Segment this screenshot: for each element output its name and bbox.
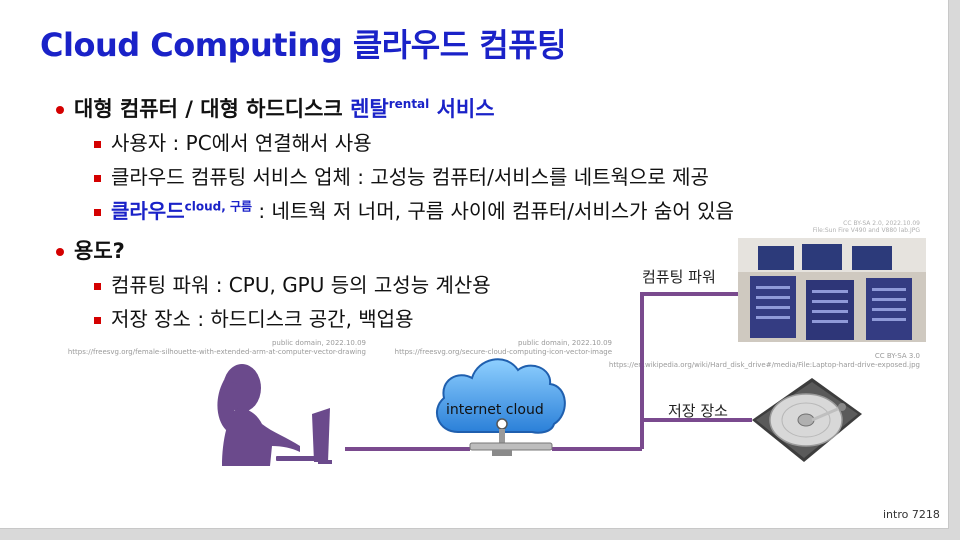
- bullet-text: 용도?: [74, 239, 125, 263]
- sub-bullet-text: 컴퓨팅 파워 : CPU, GPU 등의 고성능 계산용: [111, 273, 491, 297]
- cloud-credit: public domain, 2022.10.09 https://freesv…: [380, 339, 612, 357]
- hdd-credit: CC BY-SA 3.0 https://en.wikipedia.org/wi…: [600, 352, 920, 370]
- sub-bullet-text: 사용자 : PC에서 연결해서 사용: [111, 131, 372, 155]
- user-silhouette-icon: [217, 364, 332, 466]
- hard-disk-drive-image: [752, 378, 862, 462]
- credit-url: File:Sun Fire V490 and V880 lab.JPG: [812, 227, 920, 234]
- page-title: Cloud Computing 클라우드 컴퓨팅: [40, 26, 567, 64]
- cloud-superscript: cloud, 구름: [184, 199, 253, 214]
- credit-license: public domain, 2022.10.09: [517, 339, 612, 347]
- sub-bullet-text: 저장 장소 : 하드디스크 공간, 백업용: [111, 307, 414, 331]
- credit-url: https://freesvg.org/female-silhouette-wi…: [67, 348, 366, 356]
- sub-bullet-text: : 네트웍 저 너머, 구름 사이에 컴퓨터/서비스가 숨어 있음: [258, 199, 734, 223]
- connection-lines: [345, 292, 752, 451]
- storage-label: 저장 장소: [668, 402, 728, 420]
- credit-license: CC BY-SA 3.0: [874, 352, 920, 360]
- cloud-label: internet cloud: [446, 402, 544, 418]
- bullet-text: 대형 컴퓨터 / 대형 하드디스크: [74, 97, 343, 121]
- bullet-dot-icon: [56, 248, 64, 256]
- network-diagram: [217, 238, 926, 466]
- slide-number: intro 7218: [883, 508, 940, 521]
- bullet-square-icon: [94, 209, 101, 216]
- silhouette-credit: public domain, 2022.10.09 https://freesv…: [60, 339, 366, 357]
- bullet-dot-icon: [56, 106, 64, 114]
- service-highlight: 서비스: [436, 97, 495, 121]
- slide: Cloud Computing 클라우드 컴퓨팅 대형 컴퓨터 / 대형 하드디…: [0, 0, 949, 529]
- server-rack-image: [738, 238, 926, 342]
- sub-bullet-text: 클라우드 컴퓨팅 서비스 업체 : 고성능 컴퓨터/서비스를 네트웍으로 제공: [111, 165, 709, 189]
- rental-superscript: rental: [388, 97, 430, 111]
- bullet-square-icon: [94, 141, 101, 148]
- credit-url: https://en.wikipedia.org/wiki/Hard_disk_…: [608, 361, 920, 369]
- rental-highlight: 렌탈: [350, 97, 389, 121]
- sub-bullet-storage: 저장 장소 : 하드디스크 공간, 백업용: [94, 303, 413, 332]
- sub-bullet-provider: 클라우드 컴퓨팅 서비스 업체 : 고성능 컴퓨터/서비스를 네트웍으로 제공: [94, 161, 709, 190]
- credit-license: public domain, 2022.10.09: [271, 339, 366, 347]
- sub-bullet-user: 사용자 : PC에서 연결해서 사용: [94, 127, 372, 156]
- cloud-highlight: 클라우드: [111, 199, 185, 223]
- bullet-square-icon: [94, 283, 101, 290]
- credit-url: https://freesvg.org/secure-cloud-computi…: [394, 348, 612, 356]
- credit-license: CC BY-SA 2.0, 2022.10.09: [843, 220, 920, 227]
- line-to-server: [640, 292, 738, 449]
- bullet-square-icon: [94, 175, 101, 182]
- bullet-rental-service: 대형 컴퓨터 / 대형 하드디스크 렌탈rental 서비스: [56, 93, 495, 123]
- computing-power-label: 컴퓨팅 파워: [642, 268, 716, 286]
- internet-cloud-icon: [436, 358, 566, 456]
- sub-bullet-computing: 컴퓨팅 파워 : CPU, GPU 등의 고성능 계산용: [94, 269, 491, 298]
- server-credit: CC BY-SA 2.0, 2022.10.09 File:Sun Fire V…: [780, 220, 920, 234]
- bullet-usage: 용도?: [56, 235, 125, 265]
- sub-bullet-cloud: 클라우드cloud, 구름 : 네트웍 저 너머, 구름 사이에 컴퓨터/서비스…: [94, 195, 734, 224]
- bullet-square-icon: [94, 317, 101, 324]
